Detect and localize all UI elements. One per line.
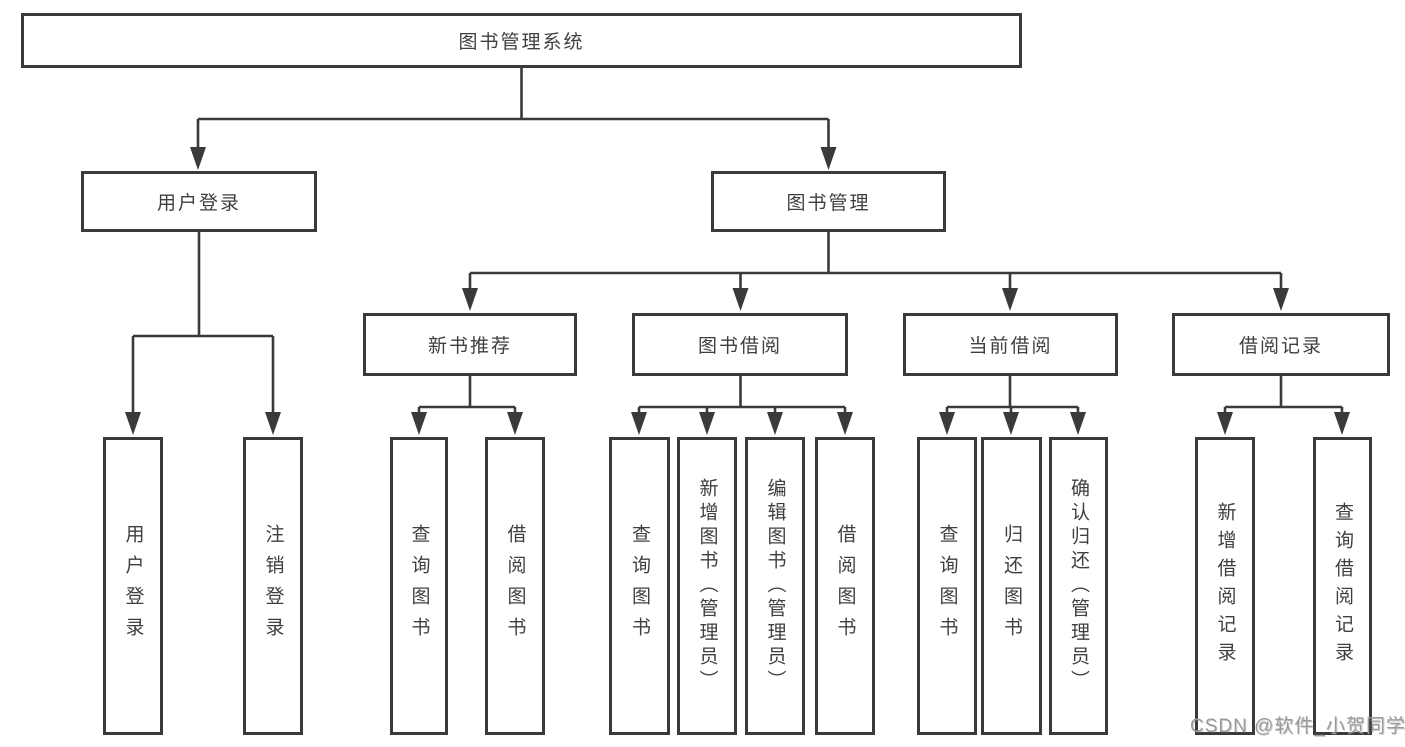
leaf-borrow-books-recommend: 借阅图书 — [485, 437, 545, 735]
node-book-borrowing: 图书借阅 — [632, 313, 848, 376]
node-library-management-system: 图书管理系统 — [21, 13, 1022, 68]
leaf-add-books-admin: 新增图书（管理员） — [677, 437, 737, 735]
leaf-confirm-return-admin: 确认归还（管理员） — [1049, 437, 1108, 735]
leaf-query-books-borrowing: 查询图书 — [609, 437, 670, 735]
leaf-query-books-recommend: 查询图书 — [390, 437, 448, 735]
leaf-logout: 注销登录 — [243, 437, 303, 735]
leaf-return-books: 归还图书 — [981, 437, 1042, 735]
leaf-query-books-current: 查询图书 — [917, 437, 977, 735]
leaf-edit-books-admin: 编辑图书（管理员） — [745, 437, 805, 735]
node-book-management: 图书管理 — [711, 171, 946, 232]
node-current-borrowing: 当前借阅 — [903, 313, 1118, 376]
leaf-borrow-books: 借阅图书 — [815, 437, 875, 735]
leaf-user-login: 用户登录 — [103, 437, 163, 735]
node-borrow-records: 借阅记录 — [1172, 313, 1390, 376]
leaf-query-borrow-record: 查询借阅记录 — [1313, 437, 1372, 735]
leaf-add-borrow-record: 新增借阅记录 — [1195, 437, 1255, 735]
node-new-book-recommend: 新书推荐 — [363, 313, 577, 376]
csdn-watermark: CSDN @软件_小贺同学 — [1190, 716, 1405, 737]
arrowheads — [125, 147, 1350, 435]
node-user-login: 用户登录 — [81, 171, 317, 232]
